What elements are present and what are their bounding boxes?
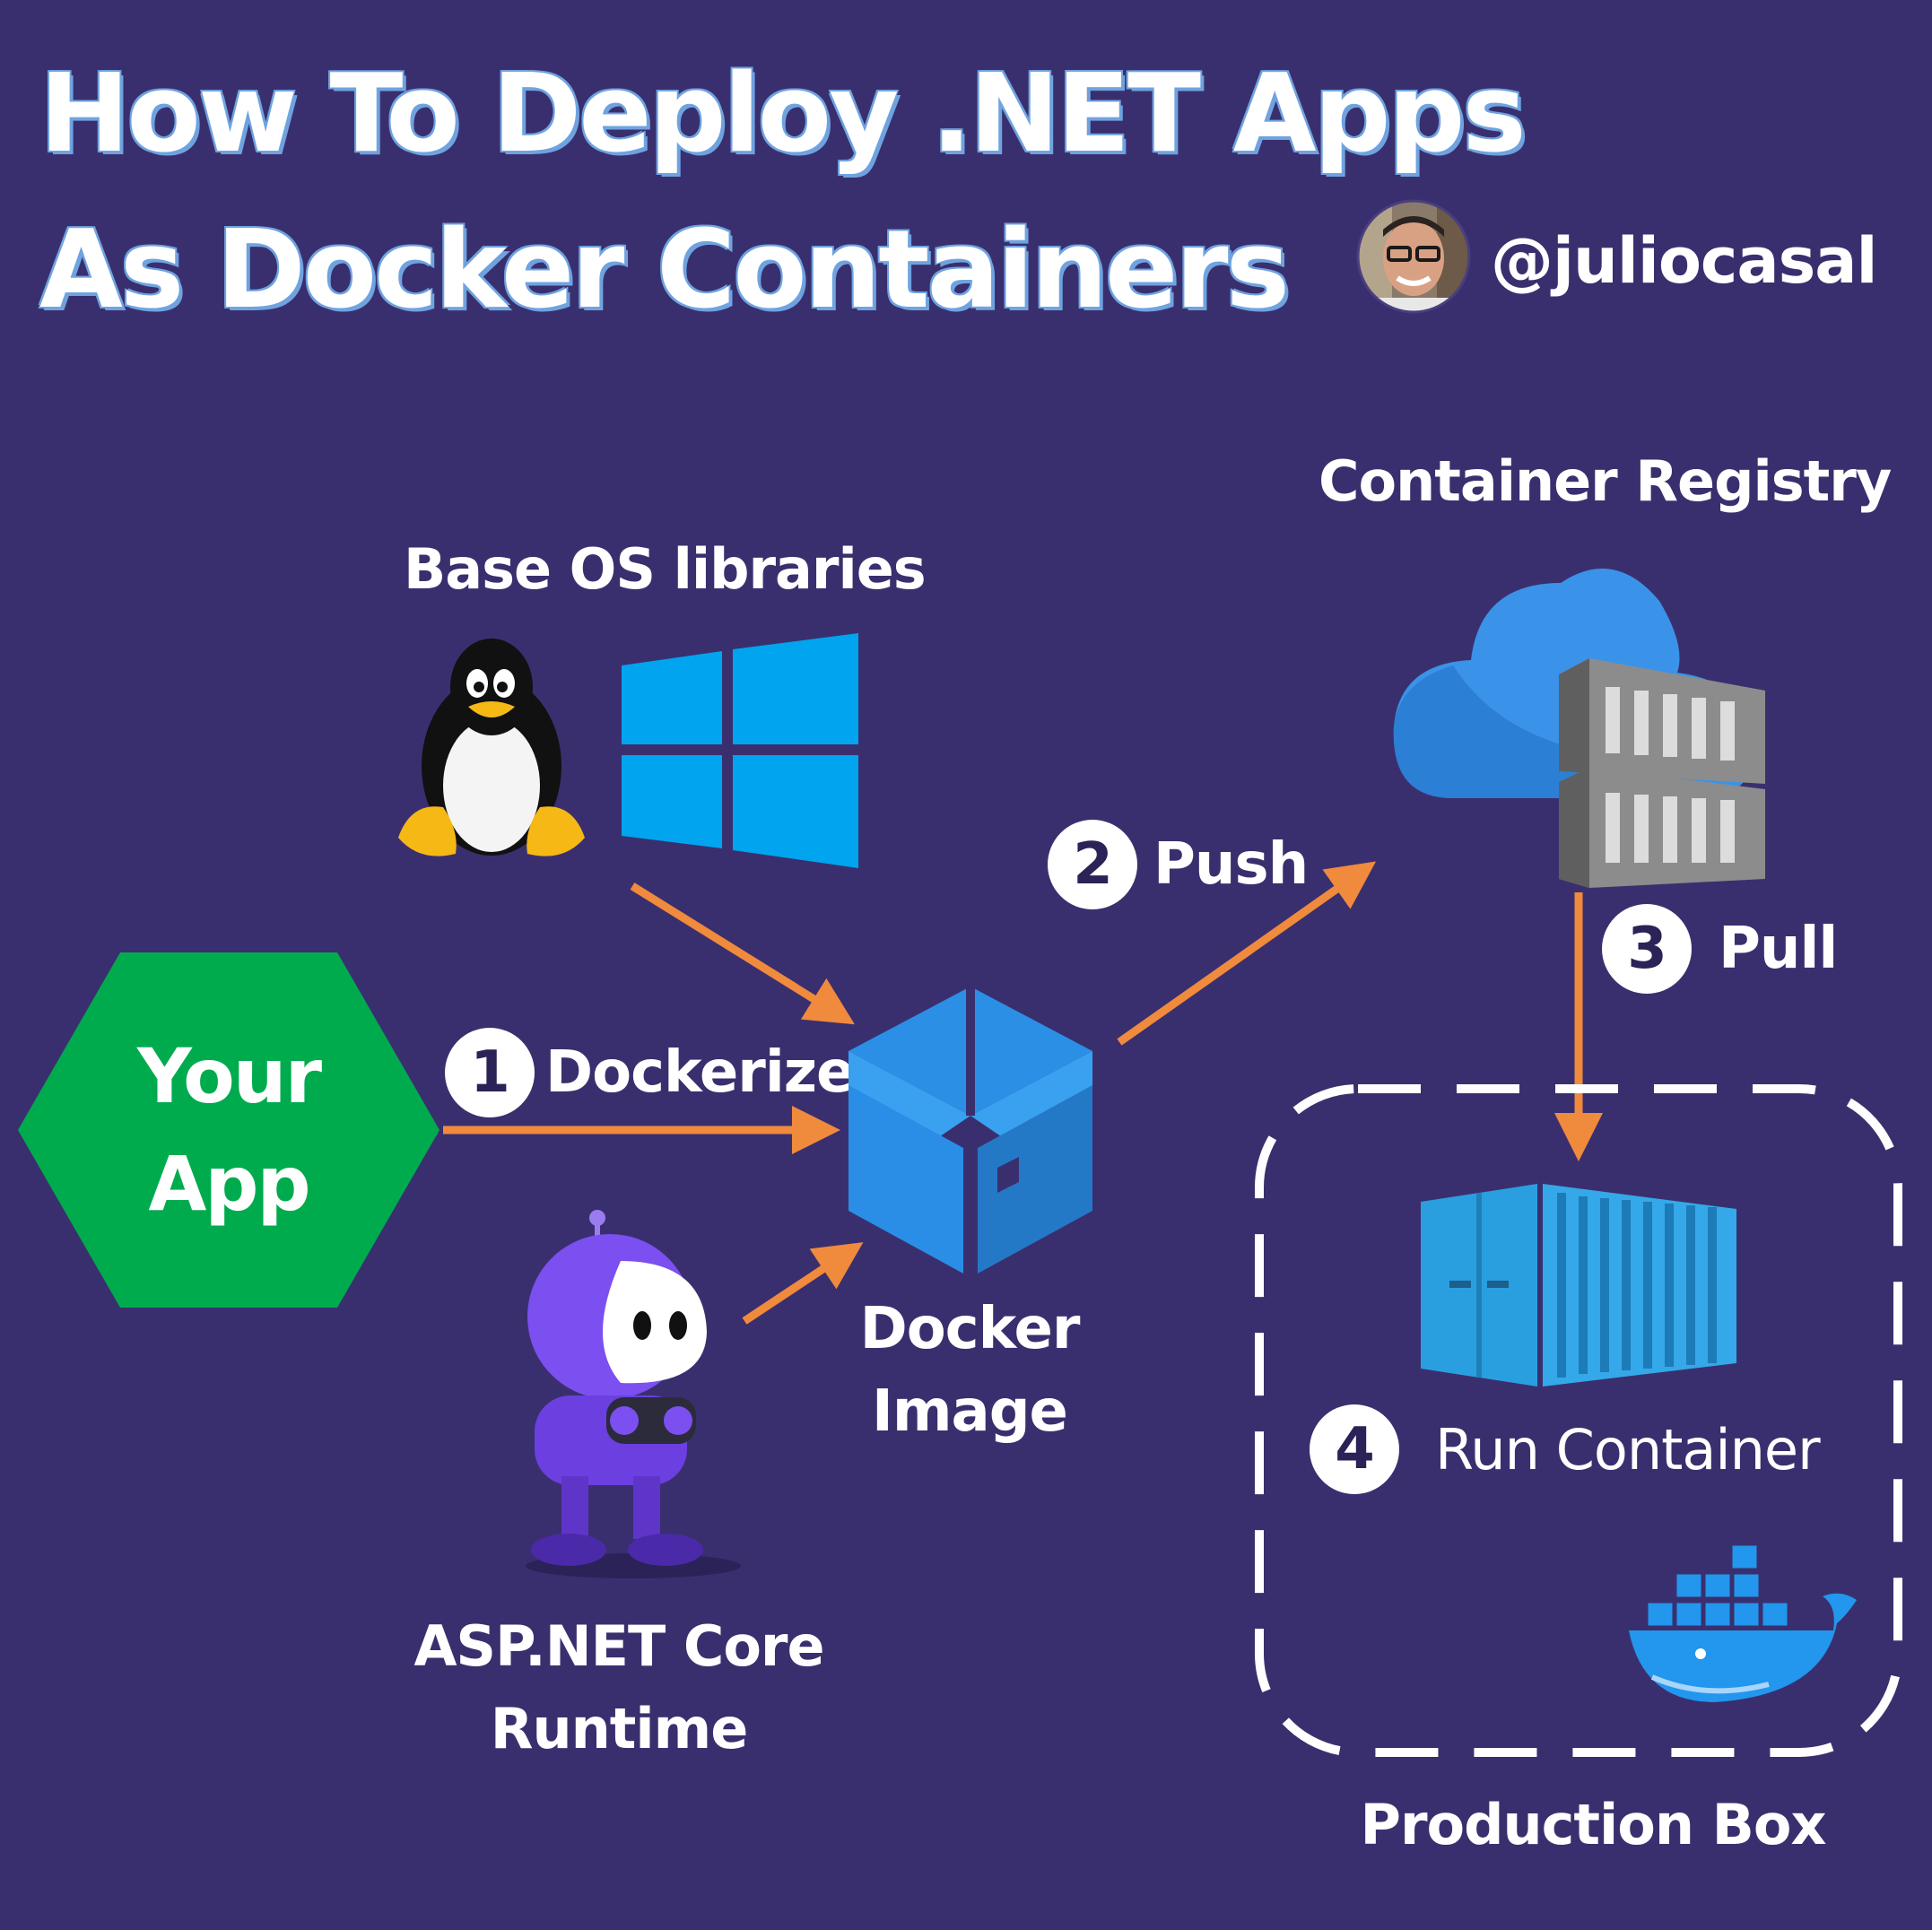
step-4-label: Run Container: [1435, 1416, 1821, 1482]
arrow-base-os-to-image: [630, 882, 855, 1025]
base-os-label: Base OS libraries: [404, 536, 927, 602]
container-registry-icon: [1393, 569, 1765, 888]
production-box-label: Production Box: [1360, 1792, 1827, 1857]
step-2-push: 2 Push: [1048, 820, 1309, 909]
your-app-label: Your App: [18, 952, 439, 1308]
author-handle: @juliocasal: [1491, 224, 1878, 298]
step-1-dockerize: 1 Dockerize: [445, 1028, 855, 1117]
step-2-label: Push: [1153, 831, 1309, 898]
step-3-badge: 3: [1602, 904, 1692, 994]
docker-image-label: Docker Image: [807, 1288, 1132, 1453]
step-4-badge: 4: [1310, 1404, 1399, 1494]
runtime-label: ASP.NET Core Runtime: [386, 1605, 852, 1770]
production-box-frame: [1255, 1084, 1902, 1757]
linux-tux-icon: [398, 639, 585, 856]
title-line-2: As Docker Containers: [39, 208, 1290, 333]
docker-whale-icon: [1629, 1543, 1857, 1702]
runtime-line-2: Runtime: [490, 1696, 749, 1761]
step-2-badge: 2: [1048, 820, 1137, 909]
docker-image-line-1: Docker: [859, 1296, 1081, 1362]
title-line-1: How To Deploy .NET Apps: [39, 52, 1527, 177]
step-4-run-container: 4 Run Container: [1310, 1404, 1821, 1494]
your-app-line-1: Your: [136, 1032, 322, 1120]
windows-logo-icon: [622, 633, 858, 868]
container-icon: [1421, 1184, 1736, 1387]
step-3-label: Pull: [1719, 916, 1838, 982]
dotnet-bot-icon: [526, 1210, 741, 1578]
runtime-line-1: ASP.NET Core: [413, 1613, 824, 1679]
step-1-badge: 1: [445, 1028, 535, 1117]
arrow-image-to-registry: [1117, 861, 1377, 1046]
your-app-hexagon: [18, 952, 439, 1308]
arrow-runtime-to-image: [742, 1242, 864, 1325]
your-app-line-2: App: [148, 1140, 310, 1228]
docker-image-line-2: Image: [872, 1378, 1068, 1445]
author-avatar-icon: [1356, 199, 1471, 314]
docker-image-box-icon: [849, 987, 1092, 1274]
container-registry-label: Container Registry: [1318, 448, 1892, 514]
step-1-label: Dockerize: [545, 1039, 855, 1106]
step-3-pull: 3 Pull: [1602, 904, 1838, 994]
